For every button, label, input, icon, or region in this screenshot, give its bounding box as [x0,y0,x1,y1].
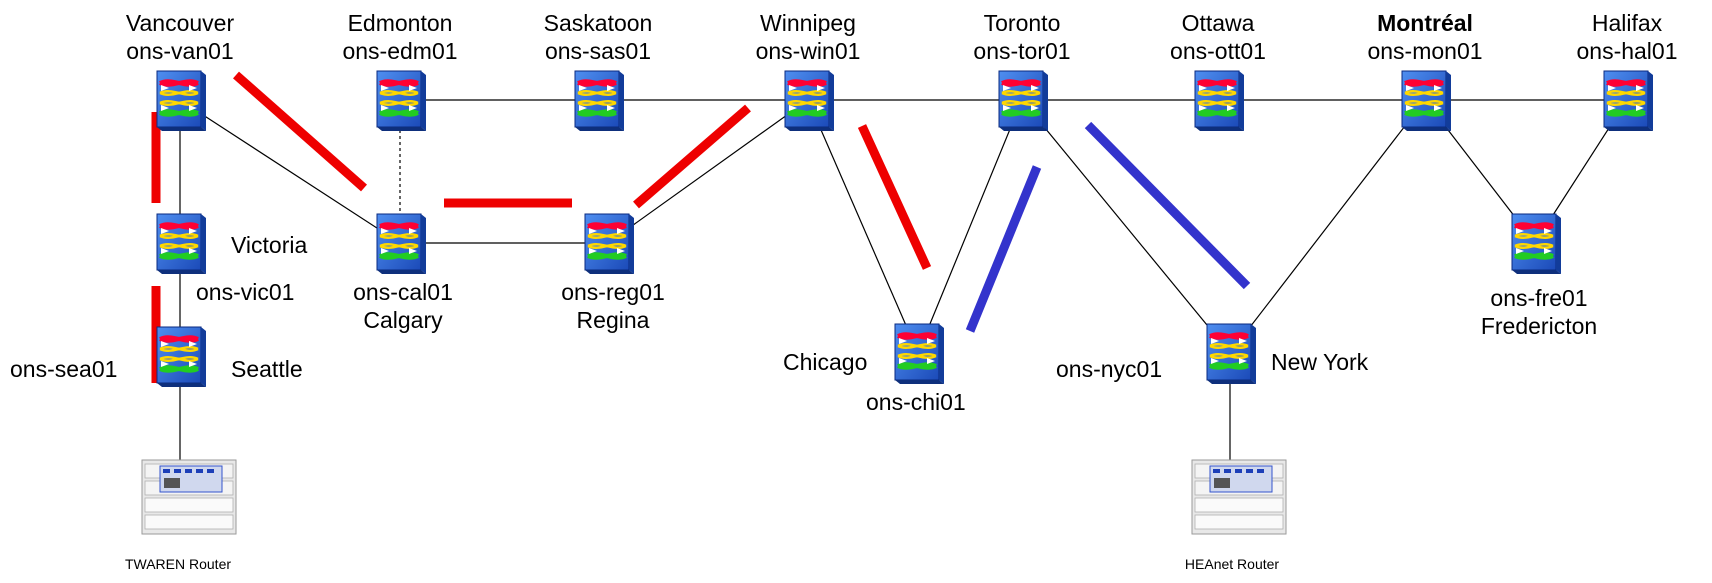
host-label-chi: ons-chi01 [866,389,966,415]
link-mon-nyc [1229,99,1426,354]
city-label-mon: Montréal [1377,10,1473,36]
nodes-layer [156,70,1653,387]
host-label-vic: ons-vic01 [196,279,295,305]
host-label-van: ons-van01 [126,38,234,64]
highlight-paths-layer [151,71,1251,383]
city-label-vic: Victoria [231,232,308,258]
switch-icon-win[interactable] [784,70,834,131]
host-label-sea: ons-sea01 [10,356,118,382]
switch-icon-sas[interactable] [574,70,624,131]
router-label-heanet: HEAnet Router [1184,556,1280,572]
city-label-reg: Regina [576,307,650,333]
switch-icon-ott[interactable] [1194,70,1244,131]
city-label-chi: Chicago [783,349,868,375]
switch-icon-sea[interactable] [156,326,206,387]
blue-path-segment-7 [1084,121,1251,290]
switch-icon-vic[interactable] [156,213,206,274]
link-win-chi [807,99,919,354]
host-label-sas: ons-sas01 [544,38,652,64]
city-label-sas: Saskatoon [543,10,653,36]
link-tor-chi [917,99,1023,354]
red-path-segment-2 [233,71,367,192]
city-label-sea: Seattle [231,356,303,382]
switch-icon-nyc[interactable] [1206,323,1256,384]
host-label-tor: ons-tor01 [973,38,1071,64]
switch-icon-edm[interactable] [376,70,426,131]
switch-icon-tor[interactable] [998,70,1048,131]
host-label-reg: ons-reg01 [561,279,665,305]
city-label-edm: Edmonton [347,10,453,36]
city-label-tor: Toronto [983,10,1061,36]
switch-icon-hal[interactable] [1603,70,1653,131]
city-label-cal: Calgary [363,307,443,333]
router-icon-heanet[interactable] [1191,459,1287,535]
city-label-win: Winnipeg [760,10,856,36]
city-label-fre: Fredericton [1480,313,1598,339]
city-label-van: Vancouver [125,10,235,36]
city-label-hal: Halifax [1591,10,1663,36]
link-reg-win [607,99,809,244]
red-path-segment-5 [857,124,932,270]
switch-icon-reg[interactable] [584,213,634,274]
switch-icon-van[interactable] [156,70,206,131]
host-label-win: ons-win01 [755,38,861,64]
host-label-nyc: ons-nyc01 [1056,356,1163,382]
city-label-nyc: New York [1271,349,1369,375]
host-label-mon: ons-mon01 [1367,38,1483,64]
switch-icon-fre[interactable] [1511,213,1561,274]
host-label-ott: ons-ott01 [1170,38,1266,64]
link-tor-nyc [1021,99,1231,354]
router-label-twaren: TWAREN Router [124,556,232,572]
host-label-cal: ons-cal01 [353,279,453,305]
host-label-fre: ons-fre01 [1490,285,1588,311]
city-label-ott: Ottawa [1181,10,1255,36]
blue-path-segment-6 [965,165,1042,333]
switch-icon-cal[interactable] [376,213,426,274]
host-label-hal: ons-hal01 [1576,38,1678,64]
routers-layer [141,459,1287,535]
switch-icon-chi[interactable] [894,323,944,384]
link-van-cal [179,99,401,244]
links-layer [179,99,1628,490]
router-icon-twaren[interactable] [141,459,237,535]
red-path-segment-4 [633,104,751,209]
switch-icon-mon[interactable] [1401,70,1451,131]
host-label-edm: ons-edm01 [342,38,458,64]
